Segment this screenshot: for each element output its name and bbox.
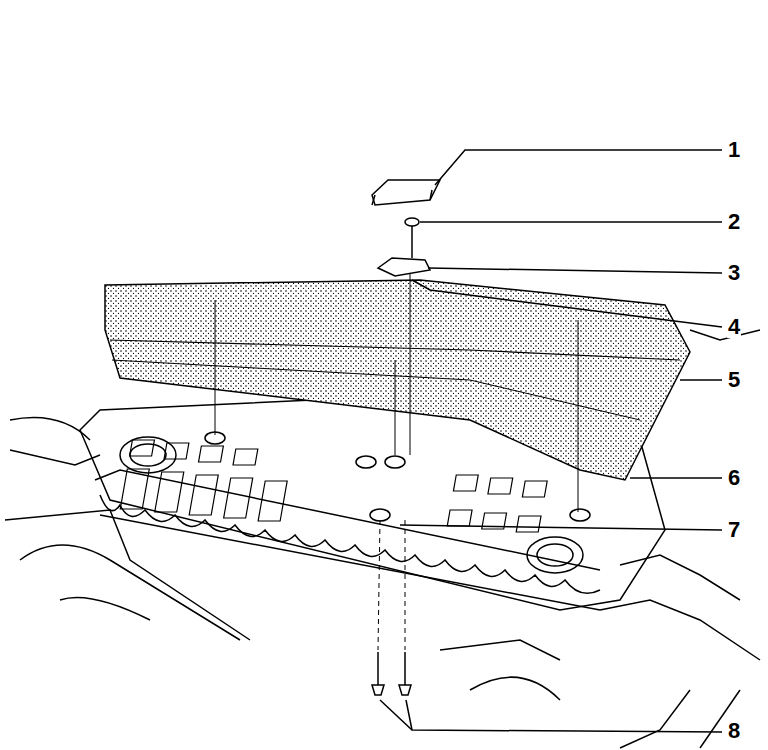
callout-number: 4 [727,316,741,338]
callout-number: 5 [727,369,741,391]
callout-number: 2 [727,211,741,233]
callout-number: 6 [727,467,741,489]
callout-number: 1 [727,139,741,161]
callout-number: 7 [727,519,741,541]
callout-number: 8 [727,720,741,742]
callout-number: 3 [727,262,741,284]
